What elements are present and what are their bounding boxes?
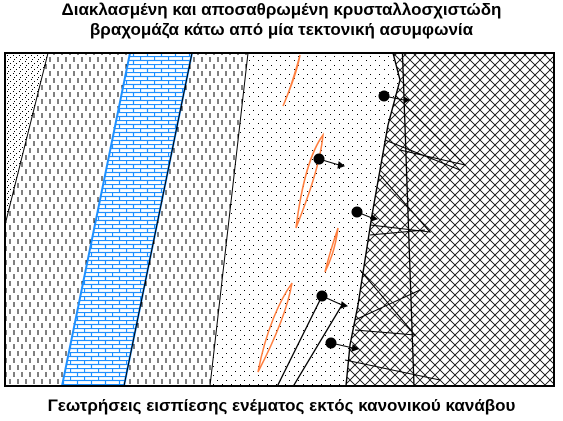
caption-boreholes: Γεωτρήσεις εισπίεσης ενέματος εκτός κανο… (47, 396, 516, 415)
crystalline-schist-rockmass (346, 53, 554, 386)
title-line-1: Διακλασμένη και αποσαθρωμένη κρυσταλλοσχ… (61, 0, 502, 19)
contact-lines (5, 53, 249, 386)
lens-1 (282, 54, 301, 107)
borehole-5 (325, 337, 360, 352)
borehole-2 (313, 153, 346, 169)
shale-unit-2 (124, 53, 248, 386)
sandstone-unit-right (210, 53, 400, 386)
lens-4 (257, 282, 293, 373)
borehole-1 (378, 90, 410, 104)
borehole-3 (351, 206, 379, 222)
boreholes (313, 90, 410, 352)
title-line-2: βραχομάζα κάτω από μία τεκτονική ασυμφων… (89, 20, 474, 39)
section-frame (4, 52, 555, 387)
limestone-band (60, 53, 194, 386)
lens-3 (324, 227, 339, 273)
fracture-zone (344, 94, 467, 381)
leader-lines (276, 53, 415, 386)
shale-unit-1 (5, 53, 130, 386)
